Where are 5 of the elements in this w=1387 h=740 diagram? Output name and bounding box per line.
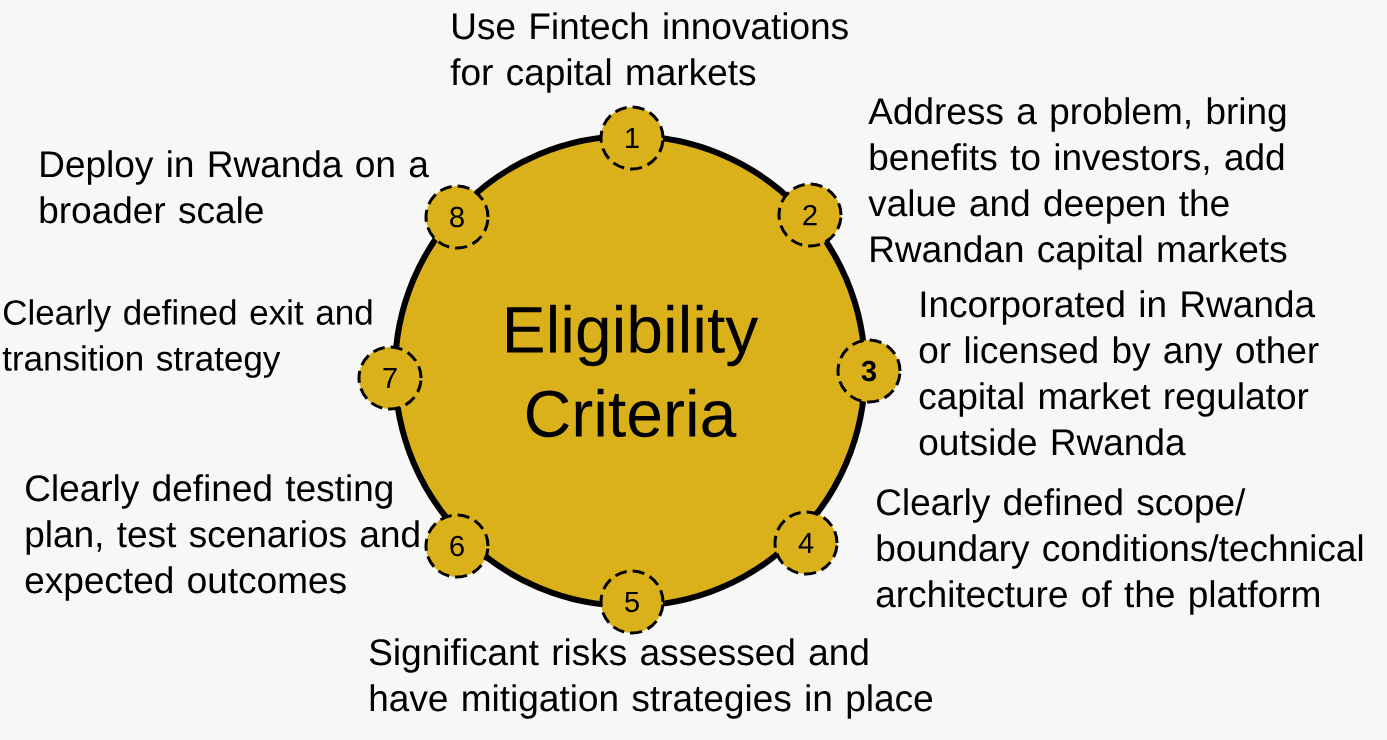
criterion-text: Address a problem, bring benefits to investors, add value and deepen the Rwandan capital markets (868, 97, 1287, 270)
criterion-text: Clearly defined scope/ boundary conditions/technical architecture of the platform (876, 488, 1363, 615)
criterion-text: Use Fintech innovations for capital markets (450, 12, 848, 93)
criterion-text: Incorporated in Rwanda or licensed by any other capital market regulator outside Rwanda (919, 290, 1319, 456)
criterion-text: Significant risks assessed and have mitigation strategies in place (369, 638, 933, 719)
